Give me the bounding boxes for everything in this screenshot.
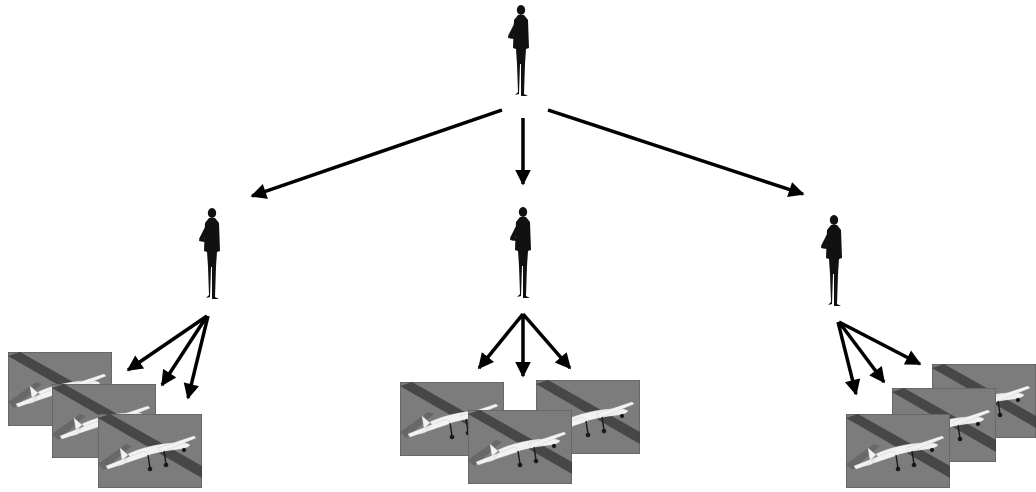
operator-center-icon xyxy=(510,207,531,298)
operator-right-icon xyxy=(821,215,842,306)
uav-photo-icon xyxy=(98,414,202,488)
uav-arrows-right xyxy=(838,322,920,394)
arrow-top-to-right xyxy=(548,110,803,194)
operator-top-icon xyxy=(508,5,529,96)
uav-photo-icon xyxy=(846,414,950,488)
operator-left-icon xyxy=(199,208,220,299)
uav-photo-icon xyxy=(468,410,572,484)
uav-group-right xyxy=(846,364,1036,488)
uav-group-center xyxy=(400,380,640,484)
uav-group-left xyxy=(8,352,202,488)
top-arrows xyxy=(252,110,803,196)
arrow-top-to-left xyxy=(252,110,502,196)
uav-arrows-center xyxy=(479,314,570,376)
